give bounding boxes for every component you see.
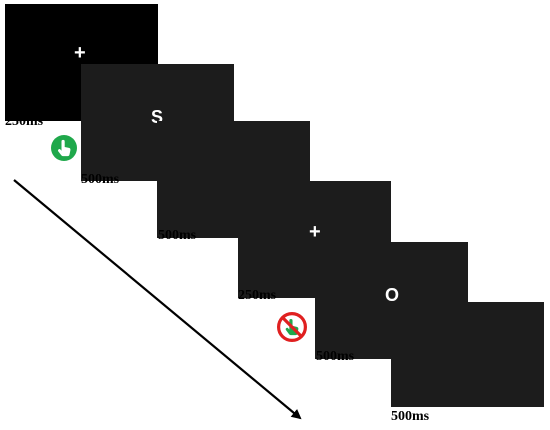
duration-label-1: 250ms — [5, 114, 44, 129]
duration-label-6: 500ms — [391, 409, 430, 424]
fixation-cross-2: + — [309, 221, 321, 243]
nogo-hand-icon — [277, 312, 307, 342]
duration-label-2: 500ms — [81, 172, 120, 187]
duration-label-4: 250ms — [238, 288, 277, 303]
fixation-cross: + — [74, 42, 86, 64]
blank-screen-2 — [391, 302, 544, 407]
go-hand-icon — [51, 135, 77, 161]
duration-label-3: 500ms — [158, 228, 197, 243]
stimulus-letter-o: O — [385, 285, 400, 305]
duration-label-5: 500ms — [316, 349, 355, 364]
